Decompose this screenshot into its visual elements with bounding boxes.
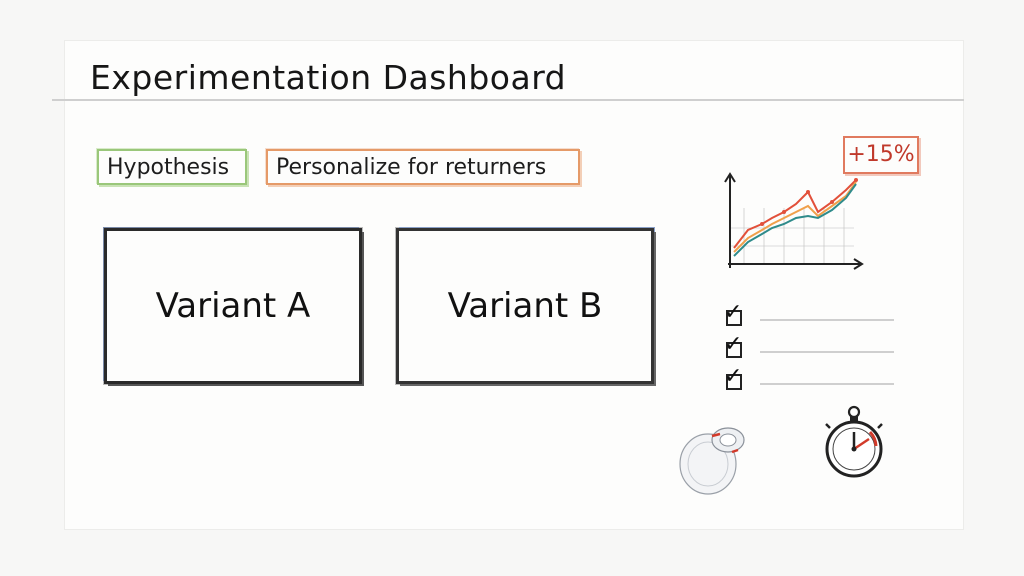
checkbox-icon[interactable] (726, 310, 742, 326)
variant-a-label: Variant A (155, 286, 311, 326)
dial-icon (679, 427, 745, 495)
checklist-line (760, 383, 894, 385)
stopwatch-icon (825, 405, 883, 478)
title-divider (52, 99, 964, 101)
checklist-item[interactable]: ✓ (724, 334, 896, 362)
checkmark-icon: ✓ (724, 300, 743, 325)
checklist-line (760, 319, 894, 321)
checkbox-icon[interactable] (726, 342, 742, 358)
checklist-item[interactable]: ✓ (724, 302, 896, 330)
variant-a-card[interactable]: Variant A (104, 228, 362, 384)
checklist-line (760, 351, 894, 353)
page-title: Experimentation Dashboard (90, 58, 567, 97)
checkmark-icon: ✓ (724, 332, 743, 357)
hypothesis-label-chip: Hypothesis (97, 149, 247, 185)
checkbox-icon[interactable] (726, 374, 742, 390)
hypothesis-text-chip[interactable]: Personalize for returners (266, 149, 580, 185)
lift-badge: +15% (843, 136, 919, 174)
variant-b-label: Variant B (447, 286, 603, 326)
checklist-item[interactable]: ✓ (724, 366, 896, 394)
line-chart-icon (724, 172, 864, 270)
checkmark-icon: ✓ (724, 364, 743, 389)
variant-b-card[interactable]: Variant B (396, 228, 654, 384)
